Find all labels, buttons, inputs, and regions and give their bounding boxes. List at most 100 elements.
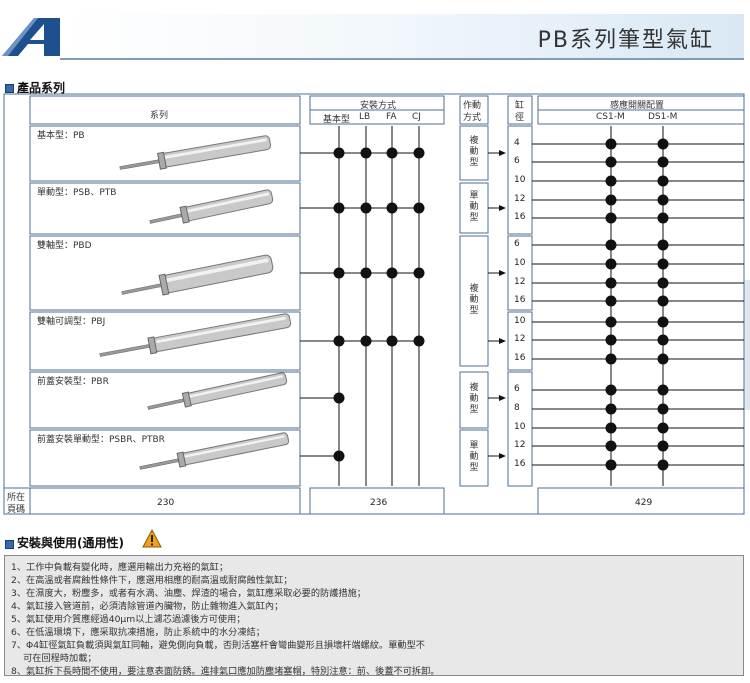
header-band xyxy=(60,14,744,60)
action-char: 單 xyxy=(469,441,479,451)
bore-value: 6 xyxy=(514,239,520,249)
connection-dot xyxy=(360,202,372,214)
connection-dot xyxy=(333,450,345,462)
connection-dot xyxy=(333,202,345,214)
usage-note-line: 可在回程時加載； xyxy=(11,653,97,664)
connection-dot xyxy=(386,202,398,214)
connection-dot xyxy=(605,194,617,206)
connection-dot xyxy=(413,147,425,159)
mount-type-label: LB xyxy=(359,112,371,122)
mount-type-label: 基本型 xyxy=(323,115,351,125)
connection-dot xyxy=(657,175,669,187)
bore-value: 8 xyxy=(514,403,520,413)
bore-group-cell xyxy=(507,235,533,311)
bore-group-cell xyxy=(507,311,533,371)
connection-dot xyxy=(657,295,669,307)
connection-dot xyxy=(657,316,669,328)
connection-dot xyxy=(605,138,617,150)
connection-dot xyxy=(360,267,372,279)
connection-dot xyxy=(657,334,669,346)
usage-note-line: 1、工作中負載有變化時，應選用輸出力充裕的氣缸； xyxy=(11,562,229,573)
connection-dot xyxy=(605,239,617,251)
connection-dot xyxy=(657,138,669,150)
action-char: 動 xyxy=(469,147,479,157)
page-number: 429 xyxy=(635,498,653,508)
cylinder-illustration xyxy=(99,313,292,357)
action-char: 動 xyxy=(469,202,479,212)
arrow-head xyxy=(499,453,506,459)
connection-dot xyxy=(657,239,669,251)
bore-value: 16 xyxy=(514,353,526,363)
bore-header: 缸 xyxy=(515,101,525,111)
action-char: 型 xyxy=(469,158,479,168)
cylinder-illustration xyxy=(121,254,274,296)
section-marker-icon xyxy=(5,84,14,93)
connection-dot xyxy=(605,277,617,289)
bore-value: 6 xyxy=(514,156,520,166)
bore-value: 16 xyxy=(514,459,526,469)
connection-dot xyxy=(605,353,617,365)
arrow-head xyxy=(499,395,506,401)
bore-group-cell xyxy=(507,371,533,487)
page-label: 所在 xyxy=(7,493,26,503)
bore-value: 16 xyxy=(514,212,526,222)
connection-dot xyxy=(657,156,669,168)
connection-dot xyxy=(333,267,345,279)
bore-value: 12 xyxy=(514,277,526,287)
series-row-label: 單動型：PSB、PTB xyxy=(37,188,117,198)
connection-dot xyxy=(657,194,669,206)
action-char: 型 xyxy=(469,405,479,415)
connection-dot xyxy=(657,212,669,224)
cylinder-illustration xyxy=(149,189,274,224)
action-header: 作動 xyxy=(463,101,482,111)
connection-dot xyxy=(605,316,617,328)
bore-header-cell xyxy=(507,95,533,125)
mount-types-cell xyxy=(309,109,445,125)
action-header-cell xyxy=(459,95,489,125)
connection-dot xyxy=(333,147,345,159)
usage-note-line: 4、氣缸接入管道前，必須清除管道內臟物，防止雜物進入氣缸內； xyxy=(11,601,284,612)
page-cell xyxy=(29,487,301,515)
usage-note-line: 7、Φ4缸徑氣缸負載須與氣缸同軸，避免側向負載，否則活塞杆會彎曲變形且損壞杆端螺… xyxy=(11,640,425,651)
sensor-types-cell xyxy=(537,109,745,125)
action-header: 方式 xyxy=(463,113,482,123)
bore-value: 4 xyxy=(514,138,520,148)
connection-dot xyxy=(605,212,617,224)
series-row-label: 雙軸可調型：PBJ xyxy=(37,317,106,327)
usage-note-line: 8、氣缸拆下長時間不使用，要注意表面防銹。進排氣口應加防塵堵塞帽，特別注意：前、… xyxy=(11,666,440,677)
action-char: 型 xyxy=(469,306,479,316)
arrow-head xyxy=(499,205,506,211)
bore-value: 6 xyxy=(514,384,520,394)
connection-dot xyxy=(605,258,617,270)
connection-dot xyxy=(657,403,669,415)
table-dots xyxy=(99,135,669,471)
series-row-label: 雙軸型：PBD xyxy=(37,241,92,251)
connection-dot xyxy=(605,403,617,415)
bore-value: 10 xyxy=(514,175,526,185)
usage-note-line: 5、氣缸使用介質應經過40μm以上濾芯過濾後方可使用； xyxy=(11,614,246,625)
connection-dot xyxy=(360,147,372,159)
bore-value: 12 xyxy=(514,440,526,450)
connection-dot xyxy=(605,459,617,471)
action-char: 型 xyxy=(469,213,479,223)
action-char: 動 xyxy=(469,452,479,462)
usage-note-line: 2、在高溫或者腐蝕性條件下，應選用相應的耐高溫或耐腐蝕性氣缸； xyxy=(11,575,293,586)
cylinder-illustration xyxy=(119,135,272,170)
action-char: 複 xyxy=(469,136,479,146)
series-header-cell xyxy=(29,95,301,125)
page-number: 236 xyxy=(370,498,388,508)
mount-header: 安裝方式 xyxy=(360,101,397,111)
connection-dot xyxy=(333,392,345,404)
connection-dot xyxy=(657,440,669,452)
action-char: 動 xyxy=(469,394,479,404)
arrow-head xyxy=(499,270,506,276)
mount-type-label: CJ xyxy=(412,112,421,122)
action-char: 型 xyxy=(469,463,479,473)
bore-group-cell xyxy=(507,125,533,235)
sensor-header: 感應開關配置 xyxy=(610,101,665,111)
connection-dot xyxy=(657,384,669,396)
connection-dot xyxy=(605,384,617,396)
action-cell xyxy=(459,429,489,487)
action-cell xyxy=(459,371,489,429)
